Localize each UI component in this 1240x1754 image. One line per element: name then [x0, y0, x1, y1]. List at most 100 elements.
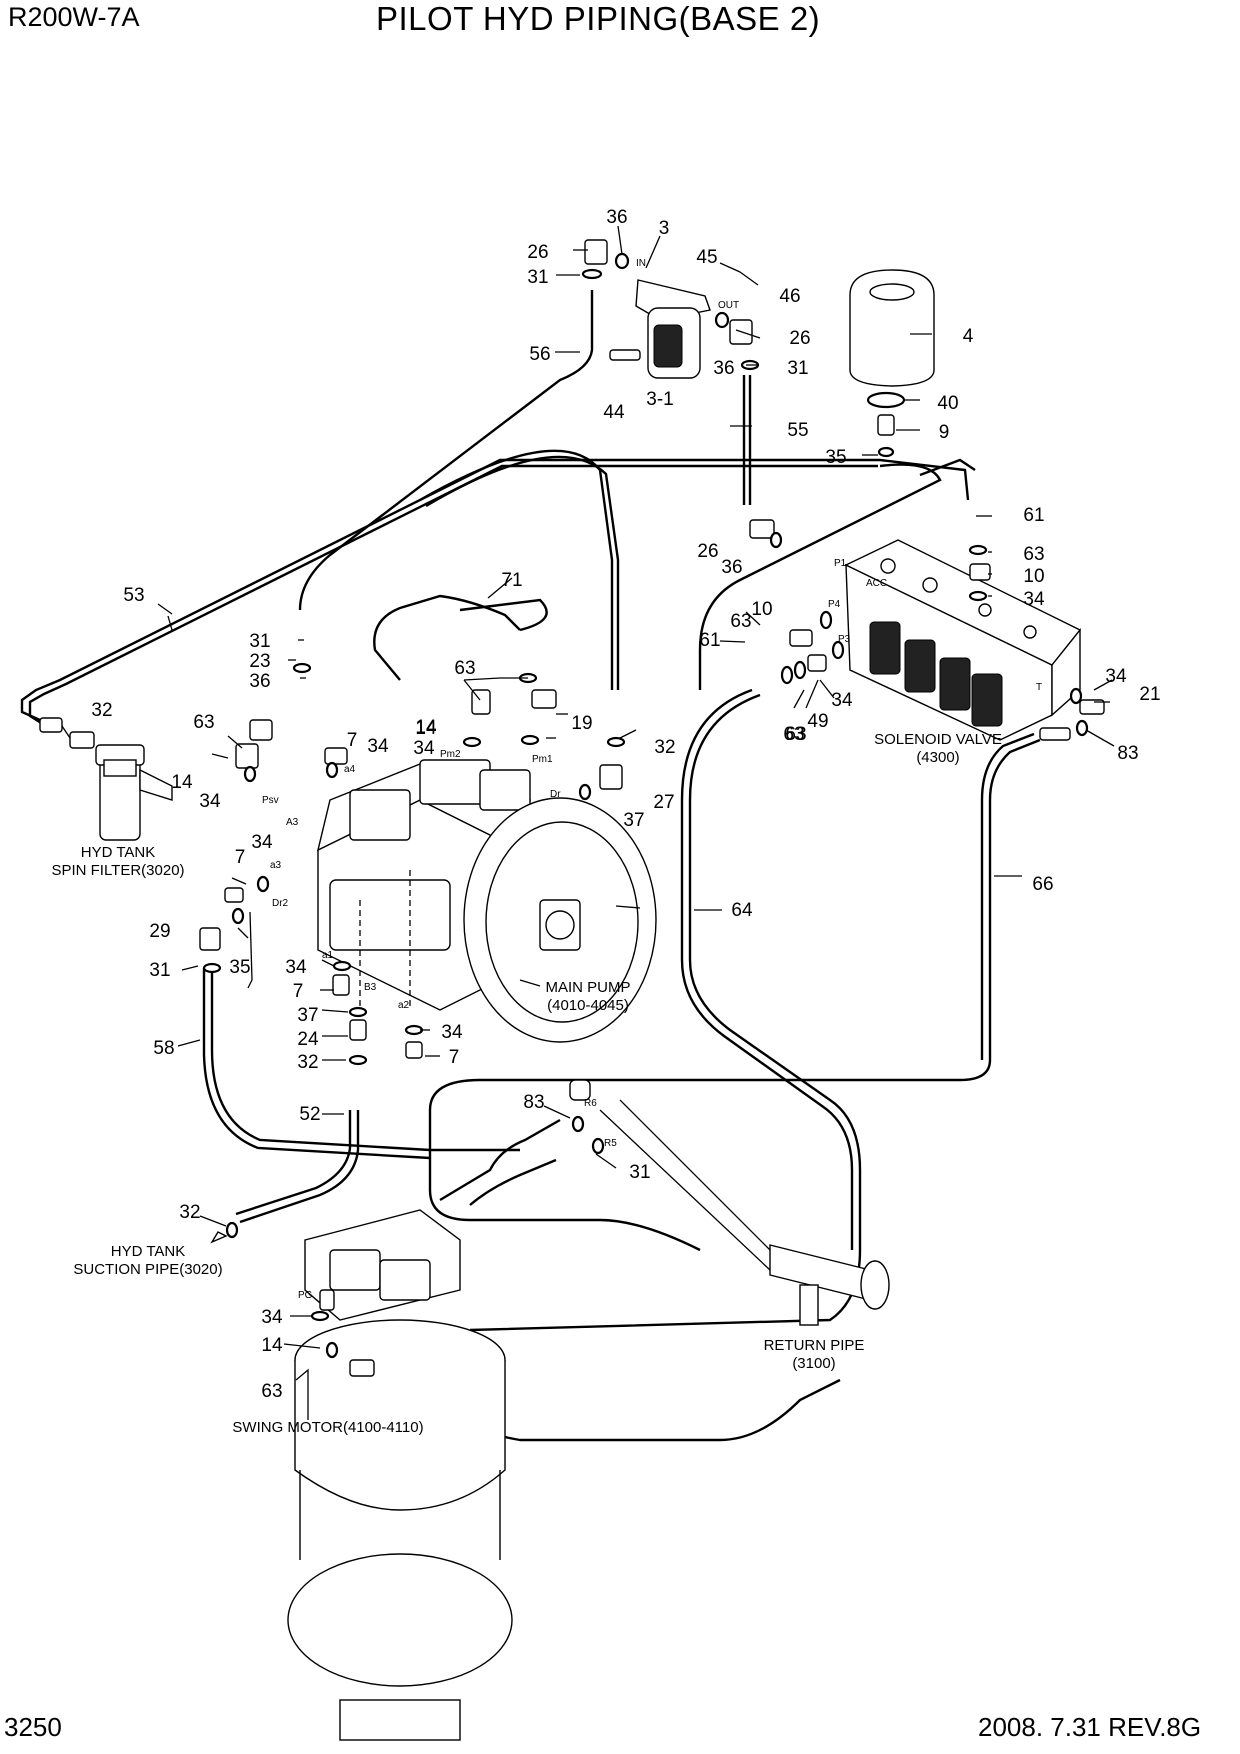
page-number: 3250 [4, 1712, 62, 1742]
note-suction-pipe-2: SUCTION PIPE(3020) [73, 1261, 222, 1278]
note-main-pump-2: (4010-4045) [547, 997, 629, 1014]
main-pump [316, 759, 657, 1043]
note-spin-filter-1: HYD TANK [81, 844, 155, 861]
callout-34: 34 [261, 1307, 283, 1328]
callout-49: 49 [807, 711, 828, 732]
callout-7: 7 [235, 847, 246, 868]
callout-14: 14 [415, 717, 437, 738]
callout-3: 3 [659, 218, 670, 239]
swing-motor [287, 1209, 513, 1741]
callout-58: 58 [153, 1038, 174, 1059]
port-r6: R6 [584, 1098, 597, 1109]
port-psv: Psv [262, 795, 279, 806]
callout-52: 52 [299, 1104, 320, 1125]
port-t: T [1036, 682, 1042, 693]
port-a2: a2 [398, 1000, 410, 1011]
callout-34: 34 [413, 738, 435, 759]
port-p4: P4 [828, 599, 841, 610]
callout-26: 26 [527, 242, 548, 263]
callout-45: 45 [696, 247, 717, 268]
port-in: IN [636, 258, 646, 269]
callout-55: 55 [787, 420, 808, 441]
callout-34: 34 [199, 791, 221, 812]
note-solenoid-valve-1: SOLENOID VALVE [874, 731, 1002, 748]
port-a3-upper: A3 [286, 817, 299, 828]
callout-35: 35 [229, 957, 250, 978]
callout-63: 63 [261, 1381, 282, 1402]
port-acc: ACC [866, 578, 887, 589]
callout-9: 9 [939, 422, 950, 443]
port-dr: Dr [550, 789, 561, 800]
callout-32: 32 [179, 1202, 200, 1223]
callout-56: 56 [529, 344, 550, 365]
port-pm2: Pm2 [440, 749, 461, 760]
note-main-pump-1: MAIN PUMP [545, 979, 630, 996]
callout-34: 34 [831, 690, 853, 711]
callout-36: 36 [249, 671, 270, 692]
callout-36: 36 [713, 358, 734, 379]
callout-10: 10 [751, 599, 772, 620]
callout-61: 61 [699, 630, 720, 651]
callout-71: 71 [501, 570, 522, 591]
pilot-line-filter [584, 239, 753, 379]
callout-44: 44 [603, 402, 625, 423]
callout-63: 63 [454, 658, 475, 679]
callout-32: 32 [654, 737, 675, 758]
callout-83: 83 [1117, 743, 1138, 764]
callout-37: 37 [623, 810, 644, 831]
callout-31: 31 [249, 631, 270, 652]
callout-83: 83 [523, 1092, 544, 1113]
callout-26: 26 [789, 328, 810, 349]
callout-14: 14 [261, 1335, 283, 1356]
callout-27: 27 [653, 792, 674, 813]
note-swing-motor: SWING MOTOR(4100-4110) [232, 1419, 423, 1436]
callout-26: 26 [697, 541, 718, 562]
callout-31: 31 [527, 267, 548, 288]
page-title: PILOT HYD PIPING(BASE 2) [376, 0, 821, 37]
hyd-tank-spin-filter [39, 717, 173, 841]
port-r5: R5 [604, 1138, 617, 1149]
port-pm1: Pm1 [532, 754, 553, 765]
callout-31: 31 [149, 960, 170, 981]
port-labels: IN OUT P1 P4 P3 ACC A3 Psv a4 a3 Dr2 Pm2… [262, 258, 1042, 1301]
port-b3: B3 [364, 982, 377, 993]
port-p1: P1 [834, 558, 847, 569]
callout-3-1: 3-1 [646, 389, 673, 410]
callout-7: 7 [347, 730, 358, 751]
suction-direction-arrow [210, 1231, 228, 1244]
callout-4: 4 [963, 326, 974, 347]
port-out: OUT [718, 300, 739, 311]
note-suction-pipe-1: HYD TANK [111, 1243, 185, 1260]
callout-numbers: 36 3 26 31 45 46 4 56 26 44 3-1 36 31 40… [91, 207, 1160, 1402]
callout-36: 36 [606, 207, 627, 228]
port-a1: a1 [322, 950, 334, 961]
callout-14: 14 [415, 718, 437, 739]
callout-34: 34 [285, 957, 307, 978]
accumulator [849, 269, 935, 458]
callout-7: 7 [293, 981, 304, 1002]
callout-34: 34 [367, 736, 389, 757]
note-return-pipe-1: RETURN PIPE [764, 1337, 865, 1354]
callout-63: 63 [1023, 544, 1044, 565]
o-rings [202, 252, 1089, 1359]
note-spin-filter-2: SPIN FILTER(3020) [51, 862, 184, 879]
solenoid-valve [844, 539, 1105, 741]
callout-32: 32 [91, 700, 112, 721]
callout-63: 63 [785, 724, 806, 745]
component-notes: HYD TANK SPIN FILTER(3020) MAIN PUMP (40… [51, 731, 1001, 1436]
callout-29: 29 [149, 921, 170, 942]
callout-37: 37 [297, 1005, 318, 1026]
callout-35: 35 [825, 447, 846, 468]
revision-date: 2008. 7.31 REV.8G [978, 1712, 1202, 1742]
fittings [199, 519, 991, 1377]
callout-10: 10 [1023, 566, 1044, 587]
callout-66: 66 [1032, 874, 1053, 895]
callout-34: 34 [251, 832, 273, 853]
callout-34: 34 [1105, 666, 1127, 687]
callout-34: 34 [441, 1022, 463, 1043]
callout-63: 63 [783, 724, 804, 745]
callout-53: 53 [123, 585, 144, 606]
callout-61: 61 [1023, 505, 1044, 526]
callout-36: 36 [721, 557, 742, 578]
